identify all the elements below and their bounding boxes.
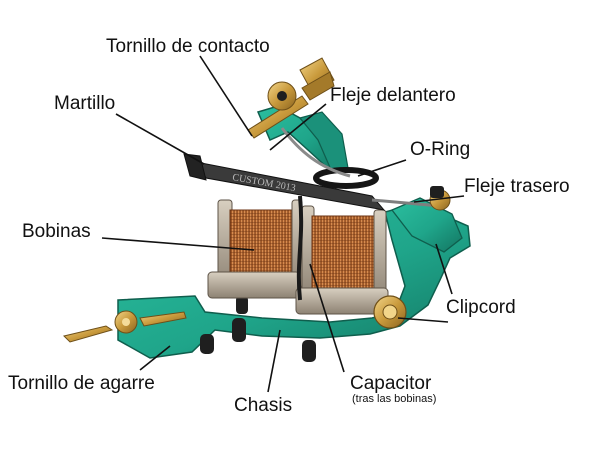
leader-fleje-trasero	[413, 195, 465, 203]
label-tornillo-de-contacto: Tornillo de contacto	[106, 36, 270, 57]
leader-martillo	[115, 113, 205, 165]
grip-screw-part	[63, 310, 187, 343]
armature-martillo: CUSTOM 2013	[183, 153, 386, 211]
leader-bobinas	[101, 237, 255, 251]
coils-bobinas	[207, 195, 389, 315]
leader-clipcord	[435, 243, 453, 295]
label-chasis: Chasis	[234, 395, 293, 416]
o-ring-part	[313, 167, 379, 189]
leader-tornillo-agarre	[139, 345, 171, 371]
leader-chasis	[267, 329, 281, 393]
leader-tornillo-contacto	[199, 55, 253, 137]
label-tornillo-de-agarre: Tornillo de agarre	[8, 373, 155, 394]
label-capacitor: Capacitor	[350, 373, 432, 394]
contact-screw-part	[247, 57, 335, 139]
label-fleje-trasero: Fleje trasero	[464, 176, 570, 197]
label-fleje-delantero: Fleje delantero	[330, 85, 456, 106]
leader-o-ring	[357, 159, 407, 177]
label-capacitor-note: (tras las bobinas)	[352, 393, 437, 405]
label-o-ring: O-Ring	[410, 139, 471, 160]
leader-clipcord-2	[397, 317, 449, 323]
label-bobinas: Bobinas	[22, 221, 91, 242]
label-clipcord: Clipcord	[446, 297, 516, 318]
leader-capacitor	[309, 263, 345, 373]
label-martillo: Martillo	[54, 93, 116, 114]
clipcord-post	[373, 295, 407, 329]
leader-fleje-delantero	[269, 103, 327, 151]
